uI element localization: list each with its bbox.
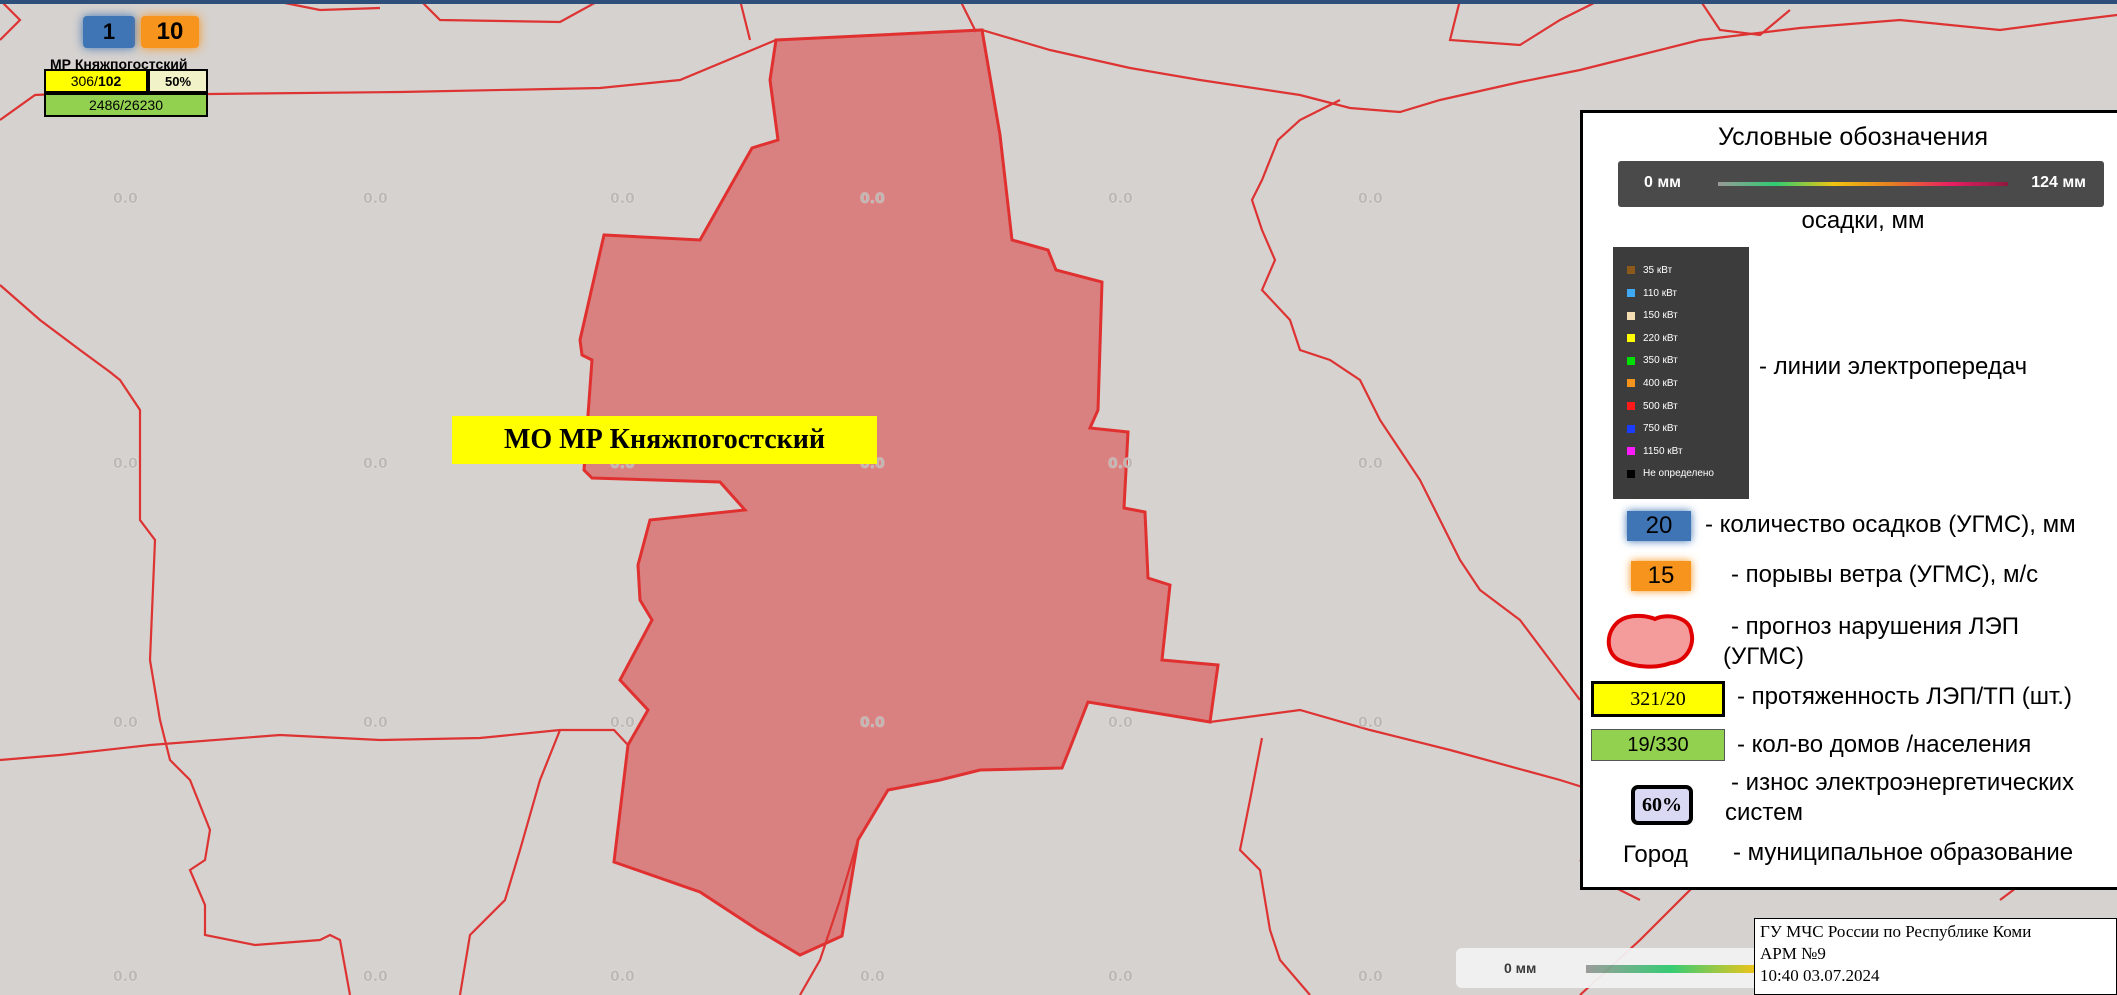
bottom-scale-min: 0 мм xyxy=(1504,960,1537,976)
source-info: ГУ МЧС России по Республике Коми АРМ №9 … xyxy=(1754,918,2117,995)
voltage-label: 500 кВт xyxy=(1643,400,1678,412)
grid-value-label: 0.0 xyxy=(610,191,635,207)
forecast-text-1: - прогноз нарушения ЛЭП xyxy=(1731,613,2019,640)
voltage-label: 750 кВт xyxy=(1643,423,1678,435)
source-line-3: 10:40 03.07.2024 xyxy=(1760,966,1880,985)
voltage-swatch xyxy=(1627,288,1635,297)
voltage-legend: 35 кВт 110 кВт 150 кВт 220 кВт 350 кВт 400 кВ… xyxy=(1613,247,1749,499)
grid-value-label: 0.0 xyxy=(610,715,635,731)
voltage-legend-item: 350 кВт xyxy=(1627,355,1678,366)
wind-text: - порывы ветра (УГМС), м/с xyxy=(1731,561,2039,588)
voltage-legend-item: 110 кВт xyxy=(1627,288,1677,299)
grid-value-label: 0.0 xyxy=(860,191,885,207)
precip-text: - количество осадков (УГМС), мм xyxy=(1705,511,2076,538)
city-sample: Город xyxy=(1623,841,1688,868)
voltage-label: Не определено xyxy=(1643,468,1714,480)
grid-value-label: 0.0 xyxy=(860,969,885,985)
voltage-swatch xyxy=(1627,356,1635,365)
legend-panel: Условные обозначения 0 мм 124 мм осадки,… xyxy=(1580,110,2117,890)
voltage-label: 350 кВт xyxy=(1643,355,1678,367)
voltage-swatch xyxy=(1627,447,1635,456)
wear-box: 50% xyxy=(148,69,208,93)
grid-value-label: 0.0 xyxy=(1108,191,1133,207)
grid-value-label: 0.0 xyxy=(1358,969,1383,985)
voltage-label: 400 кВт xyxy=(1643,378,1678,389)
voltage-swatch xyxy=(1627,469,1635,478)
voltage-legend-item: 500 кВт xyxy=(1627,401,1678,412)
grid-value-label: 0.0 xyxy=(1358,456,1383,472)
precip-caption: осадки, мм xyxy=(1801,207,1925,234)
voltage-legend-item: 400 кВт xyxy=(1627,378,1678,389)
houses-sample: 19/330 xyxy=(1591,729,1725,761)
voltage-legend-item: 150 кВт xyxy=(1627,310,1678,321)
voltage-label: 35 кВт xyxy=(1643,265,1673,276)
grid-value-label: 0.0 xyxy=(1108,456,1133,472)
top-border-bar xyxy=(0,0,2117,4)
tp-value: 102 xyxy=(97,73,122,89)
lines-text: - протяженность ЛЭП/ТП (шт.) xyxy=(1737,683,2072,710)
forecast-shape-icon xyxy=(1606,613,1694,669)
precip-sample: 20 xyxy=(1627,511,1691,541)
grid-value-label: 0.0 xyxy=(363,715,388,731)
voltage-swatch xyxy=(1627,311,1635,320)
voltage-label: 220 кВт xyxy=(1643,332,1678,344)
voltage-label: 1150 кВт xyxy=(1643,445,1683,457)
precip-gradient-bar xyxy=(1718,182,2008,186)
grid-value-label: 0.0 xyxy=(363,456,388,472)
voltage-label: 150 кВт xyxy=(1643,310,1678,322)
source-line-1: ГУ МЧС России по Республике Коми xyxy=(1760,922,2032,941)
grid-value-label: 0.0 xyxy=(363,191,388,207)
source-line-2: АРМ №9 xyxy=(1760,944,1826,963)
precip-scale-min: 0 мм xyxy=(1644,174,1682,191)
wear-sample: 60% xyxy=(1631,785,1693,825)
region-label[interactable]: МО МР Княжпогостский xyxy=(452,416,877,464)
voltage-legend-item: 220 кВт xyxy=(1627,333,1678,344)
voltage-label: 110 кВт xyxy=(1643,287,1678,299)
houses-text: - кол-во домов /населения xyxy=(1737,731,2032,758)
grid-value-label: 0.0 xyxy=(363,969,388,985)
grid-value-label: 0.0 xyxy=(1108,715,1133,731)
district-name: МР Княжпогостский xyxy=(50,56,188,72)
houses-box: 2486/26230 xyxy=(44,93,208,117)
voltage-legend-item: 750 кВт xyxy=(1627,423,1678,434)
grid-value-label: 0.0 xyxy=(860,715,885,731)
grid-value-label: 0.0 xyxy=(1108,969,1133,985)
wind-badge: 10 xyxy=(141,16,199,48)
grid-value-label: 0.0 xyxy=(113,191,138,207)
wear-text-2: систем xyxy=(1725,799,1803,826)
grid-value-label: 0.0 xyxy=(113,456,138,472)
grid-value-label: 0.0 xyxy=(1358,715,1383,731)
voltage-legend-item: 35 кВт xyxy=(1627,265,1672,276)
voltage-swatch xyxy=(1627,401,1635,410)
forecast-text-2: (УГМС) xyxy=(1723,643,1804,670)
city-text: - муниципальное образование xyxy=(1733,839,2074,866)
lines-value: 306/ xyxy=(70,73,98,89)
grid-value-label: 0.0 xyxy=(113,969,138,985)
voltage-legend-item: Не определено xyxy=(1627,468,1714,479)
legend-title: Условные обозначения xyxy=(1717,123,1989,151)
grid-value-label: 0.0 xyxy=(113,715,138,731)
precipitation-badge: 1 xyxy=(83,16,135,48)
voltage-swatch xyxy=(1627,334,1635,343)
voltage-swatch xyxy=(1627,266,1635,275)
voltage-legend-item: 1150 кВт xyxy=(1627,446,1683,457)
lines-sample: 321/20 xyxy=(1591,681,1725,717)
highlighted-region[interactable] xyxy=(578,28,1220,957)
precip-scale-max: 124 мм xyxy=(2031,174,2086,191)
grid-value-label: 0.0 xyxy=(1358,191,1383,207)
grid-value-label: 0.0 xyxy=(610,969,635,985)
wear-text-1: - износ электроэнергетических xyxy=(1731,769,2074,796)
lines-tp-box: 306/102 xyxy=(44,69,148,93)
precip-scale: 0 мм 124 мм xyxy=(1618,161,2104,207)
wind-sample: 15 xyxy=(1631,561,1691,591)
power-lines-text: - линии электропередач xyxy=(1759,353,2028,380)
voltage-swatch xyxy=(1627,424,1635,433)
voltage-swatch xyxy=(1627,379,1635,388)
